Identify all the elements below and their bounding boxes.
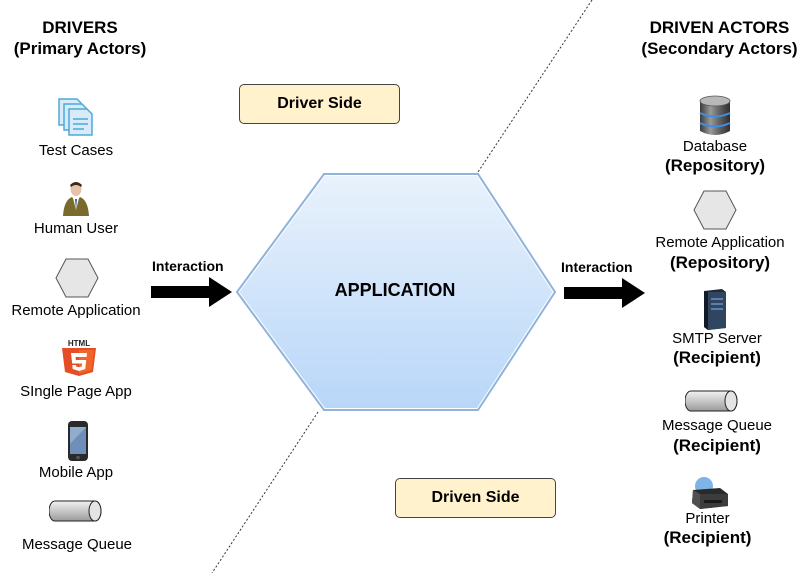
printer-icon <box>690 476 730 510</box>
html5-badge-text: HTML <box>68 339 90 348</box>
actor-label-printer: Printer <box>685 510 730 527</box>
driven-subtitle: (Secondary Actors) <box>641 39 798 58</box>
driver-side-box: Driver Side <box>239 84 400 124</box>
actor-role-smtp-server: (Recipient) <box>673 348 761 367</box>
actor-label-remote-application-right: Remote Application <box>655 234 785 251</box>
html5-icon: HTML <box>59 339 99 377</box>
right-interaction-arrow <box>564 277 646 309</box>
actor-role-remote-application: (Repository) <box>669 253 771 272</box>
actor-label-mobile-app: Mobile App <box>38 464 114 481</box>
actor-label-smtp-server: SMTP Server <box>672 330 762 347</box>
cylinder-icon <box>49 499 103 523</box>
smartphone-icon <box>67 420 89 462</box>
actor-label-single-page-app: SIngle Page App <box>20 383 132 400</box>
actor-label-database: Database <box>682 138 748 155</box>
actor-role-printer: (Recipient) <box>663 528 752 547</box>
left-interaction-label: Interaction <box>152 258 224 274</box>
actor-role-message-queue: (Recipient) <box>673 436 761 455</box>
actor-label-message-queue-right: Message Queue <box>661 417 773 434</box>
driver-side-label: Driver Side <box>277 95 362 112</box>
documents-icon <box>57 97 95 137</box>
actor-label-message-queue: Message Queue <box>21 536 133 553</box>
right-interaction-label: Interaction <box>561 259 633 275</box>
driven-side-box: Driven Side <box>395 478 556 518</box>
driven-header: DRIVEN ACTORS (Secondary Actors) <box>630 17 809 59</box>
left-interaction-arrow <box>151 276 233 308</box>
actor-label-remote-application: Remote Application <box>11 302 141 319</box>
hexagon-icon <box>693 190 737 230</box>
application-hexagon <box>232 168 562 416</box>
driven-side-label: Driven Side <box>431 489 520 506</box>
actor-label-test-cases: Test Cases <box>38 142 114 159</box>
actor-label-human-user: Human User <box>33 220 119 237</box>
driven-title: DRIVEN ACTORS <box>649 18 790 37</box>
application-label: APPLICATION <box>334 280 456 300</box>
hexagon-icon <box>55 258 99 298</box>
user-icon <box>62 180 90 216</box>
actor-role-database: (Repository) <box>664 156 766 175</box>
drivers-title: DRIVERS <box>42 18 118 37</box>
cylinder-icon <box>685 389 739 413</box>
drivers-header: DRIVERS (Primary Actors) <box>0 17 160 59</box>
database-icon <box>698 95 732 137</box>
drivers-subtitle: (Primary Actors) <box>13 39 147 58</box>
server-icon <box>698 288 728 330</box>
